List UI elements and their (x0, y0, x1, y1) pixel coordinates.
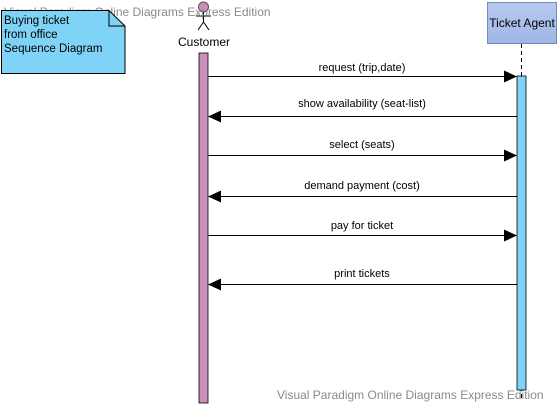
ticket-agent-participant[interactable]: Ticket Agent (487, 2, 557, 44)
arrowhead-icon (208, 278, 221, 291)
message-label: print tickets (334, 268, 390, 280)
message-label: request (trip,date) (318, 62, 406, 74)
diagram-note: Buying ticket from office Sequence Diagr… (1, 10, 126, 74)
arrowhead-icon (504, 149, 517, 162)
arrowhead-icon (208, 190, 221, 203)
message-label: pay for ticket (330, 220, 394, 232)
arrowhead-icon (504, 229, 517, 242)
message-label: select (seats) (329, 139, 395, 151)
customer-activation-bar (198, 52, 209, 404)
message-label: show availability (seat-list) (298, 98, 426, 110)
arrowhead-icon (504, 70, 517, 83)
agent-activation-bar (516, 75, 527, 391)
note-text: Buying ticket from office Sequence Diagr… (4, 15, 103, 55)
arrowhead-icon (208, 110, 221, 123)
customer-actor-icon (196, 1, 211, 31)
message-label: demand payment (cost) (304, 180, 420, 192)
watermark-bottom: Visual Paradigm Online Diagrams Express … (277, 388, 544, 402)
ticket-agent-name: Ticket Agent (489, 16, 555, 30)
customer-name: Customer (177, 35, 230, 49)
note-shape (1, 10, 126, 74)
